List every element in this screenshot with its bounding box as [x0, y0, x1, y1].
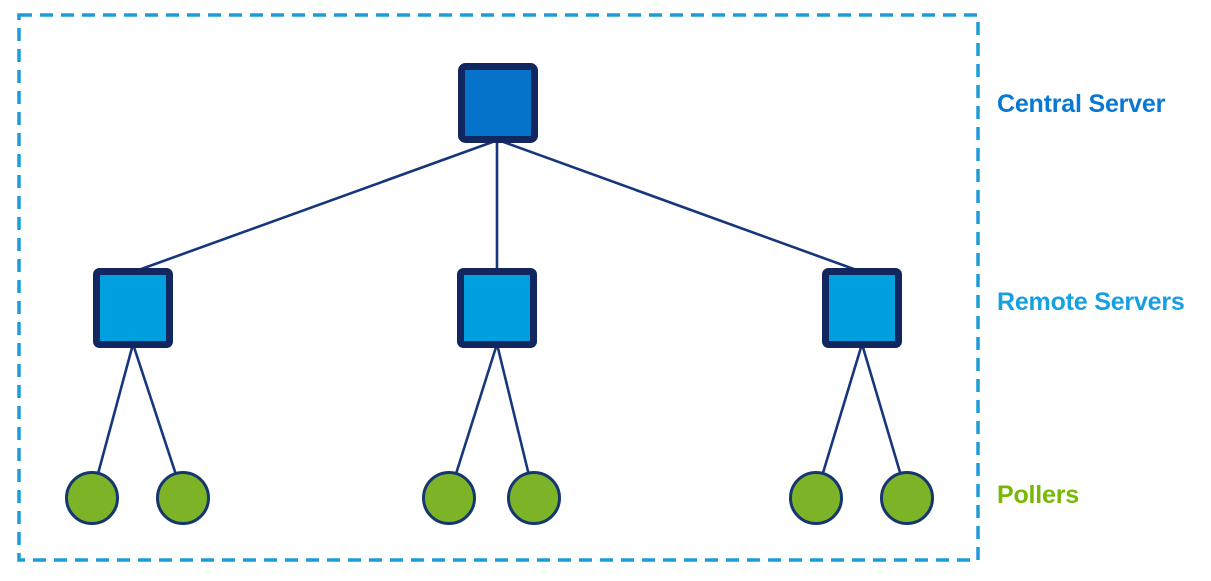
connector-remote3-to-poller-2: [860, 343, 909, 497]
dashed-boundary: [17, 13, 980, 562]
connector-remote1-to-poller-1: [90, 343, 135, 497]
remote-server-node-3: [822, 268, 902, 348]
poller-node-4: [507, 471, 561, 525]
connector-remote2-to-poller-2: [495, 343, 536, 497]
connector-central-to-remote-1: [132, 138, 499, 274]
connector-remote3-to-poller-1: [814, 343, 864, 497]
poller-node-6: [880, 471, 934, 525]
pollers-label: Pollers: [997, 481, 1079, 509]
remote-server-node-2: [457, 268, 537, 348]
poller-node-5: [789, 471, 843, 525]
connector-remote2-to-poller-1: [447, 343, 499, 497]
remote-server-node-1: [93, 268, 173, 348]
central-server-node: [458, 63, 538, 143]
poller-node-2: [156, 471, 210, 525]
poller-node-3: [422, 471, 476, 525]
remote-servers-label: Remote Servers: [997, 288, 1185, 316]
connector-central-to-remote-3: [497, 138, 863, 274]
central-server-label: Central Server: [997, 90, 1166, 118]
poller-node-1: [65, 471, 119, 525]
connector-remote1-to-poller-2: [131, 343, 185, 497]
